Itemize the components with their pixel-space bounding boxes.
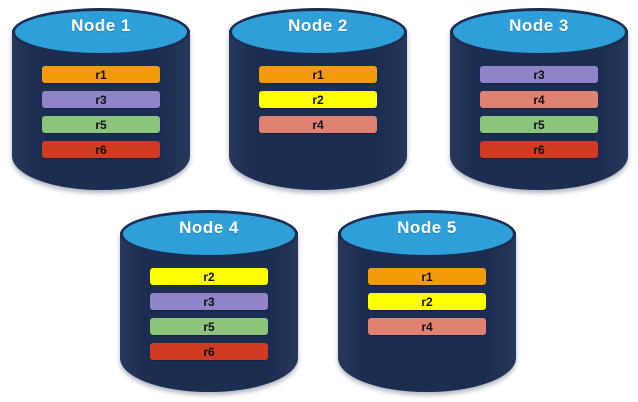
node-title: Node 4 bbox=[179, 218, 239, 237]
node-cylinder-top-ellipse bbox=[120, 210, 298, 258]
shard-bar-r3[interactable]: r3 bbox=[42, 91, 160, 108]
database-node-4[interactable]: Node 4 r2 r3 r5 r6 bbox=[120, 210, 298, 398]
shard-bar-r6[interactable]: r6 bbox=[480, 141, 598, 158]
node-cylinder-top-ellipse bbox=[450, 8, 628, 56]
shard-bar-r6[interactable]: r6 bbox=[150, 343, 268, 360]
node-title: Node 3 bbox=[509, 16, 569, 35]
shard-bar-r2[interactable]: r2 bbox=[150, 268, 268, 285]
node-cylinder-body bbox=[338, 232, 516, 392]
shard-bar-r3[interactable]: r3 bbox=[150, 293, 268, 310]
database-node-2[interactable]: Node 2 r1 r2 r4 bbox=[229, 8, 407, 196]
shard-stack: r1 r3 r5 r6 bbox=[12, 66, 190, 158]
shard-bar-r3[interactable]: r3 bbox=[480, 66, 598, 83]
database-node-5[interactable]: Node 5 r1 r2 r4 bbox=[338, 210, 516, 398]
node-cylinder-top-ellipse bbox=[338, 210, 516, 258]
node-title: Node 2 bbox=[288, 16, 348, 35]
shard-stack: r2 r3 r5 r6 bbox=[120, 268, 298, 360]
node-cylinder-body bbox=[229, 30, 407, 190]
node-cylinder-body bbox=[120, 232, 298, 392]
shard-bar-r4[interactable]: r4 bbox=[259, 116, 377, 133]
shard-bar-r5[interactable]: r5 bbox=[480, 116, 598, 133]
node-cylinder-body bbox=[450, 30, 628, 190]
shard-stack: r1 r2 r4 bbox=[338, 268, 516, 335]
database-node-1[interactable]: Node 1 r1 r3 r5 r6 bbox=[12, 8, 190, 196]
shard-bar-r2[interactable]: r2 bbox=[259, 91, 377, 108]
shard-bar-r1[interactable]: r1 bbox=[42, 66, 160, 83]
shard-bar-r1[interactable]: r1 bbox=[368, 268, 486, 285]
node-cylinder-top-ellipse bbox=[12, 8, 190, 56]
shard-bar-r2[interactable]: r2 bbox=[368, 293, 486, 310]
shard-bar-r4[interactable]: r4 bbox=[368, 318, 486, 335]
shard-bar-r6[interactable]: r6 bbox=[42, 141, 160, 158]
node-cylinder-body bbox=[12, 30, 190, 190]
shard-stack: r3 r4 r5 r6 bbox=[450, 66, 628, 158]
shard-bar-r4[interactable]: r4 bbox=[480, 91, 598, 108]
shard-bar-r1[interactable]: r1 bbox=[259, 66, 377, 83]
node-cylinder-top-ellipse bbox=[229, 8, 407, 56]
shard-stack: r1 r2 r4 bbox=[229, 66, 407, 133]
shard-bar-r5[interactable]: r5 bbox=[42, 116, 160, 133]
node-title: Node 1 bbox=[71, 16, 131, 35]
database-node-3[interactable]: Node 3 r3 r4 r5 r6 bbox=[450, 8, 628, 196]
node-title: Node 5 bbox=[397, 218, 457, 237]
shard-bar-r5[interactable]: r5 bbox=[150, 318, 268, 335]
